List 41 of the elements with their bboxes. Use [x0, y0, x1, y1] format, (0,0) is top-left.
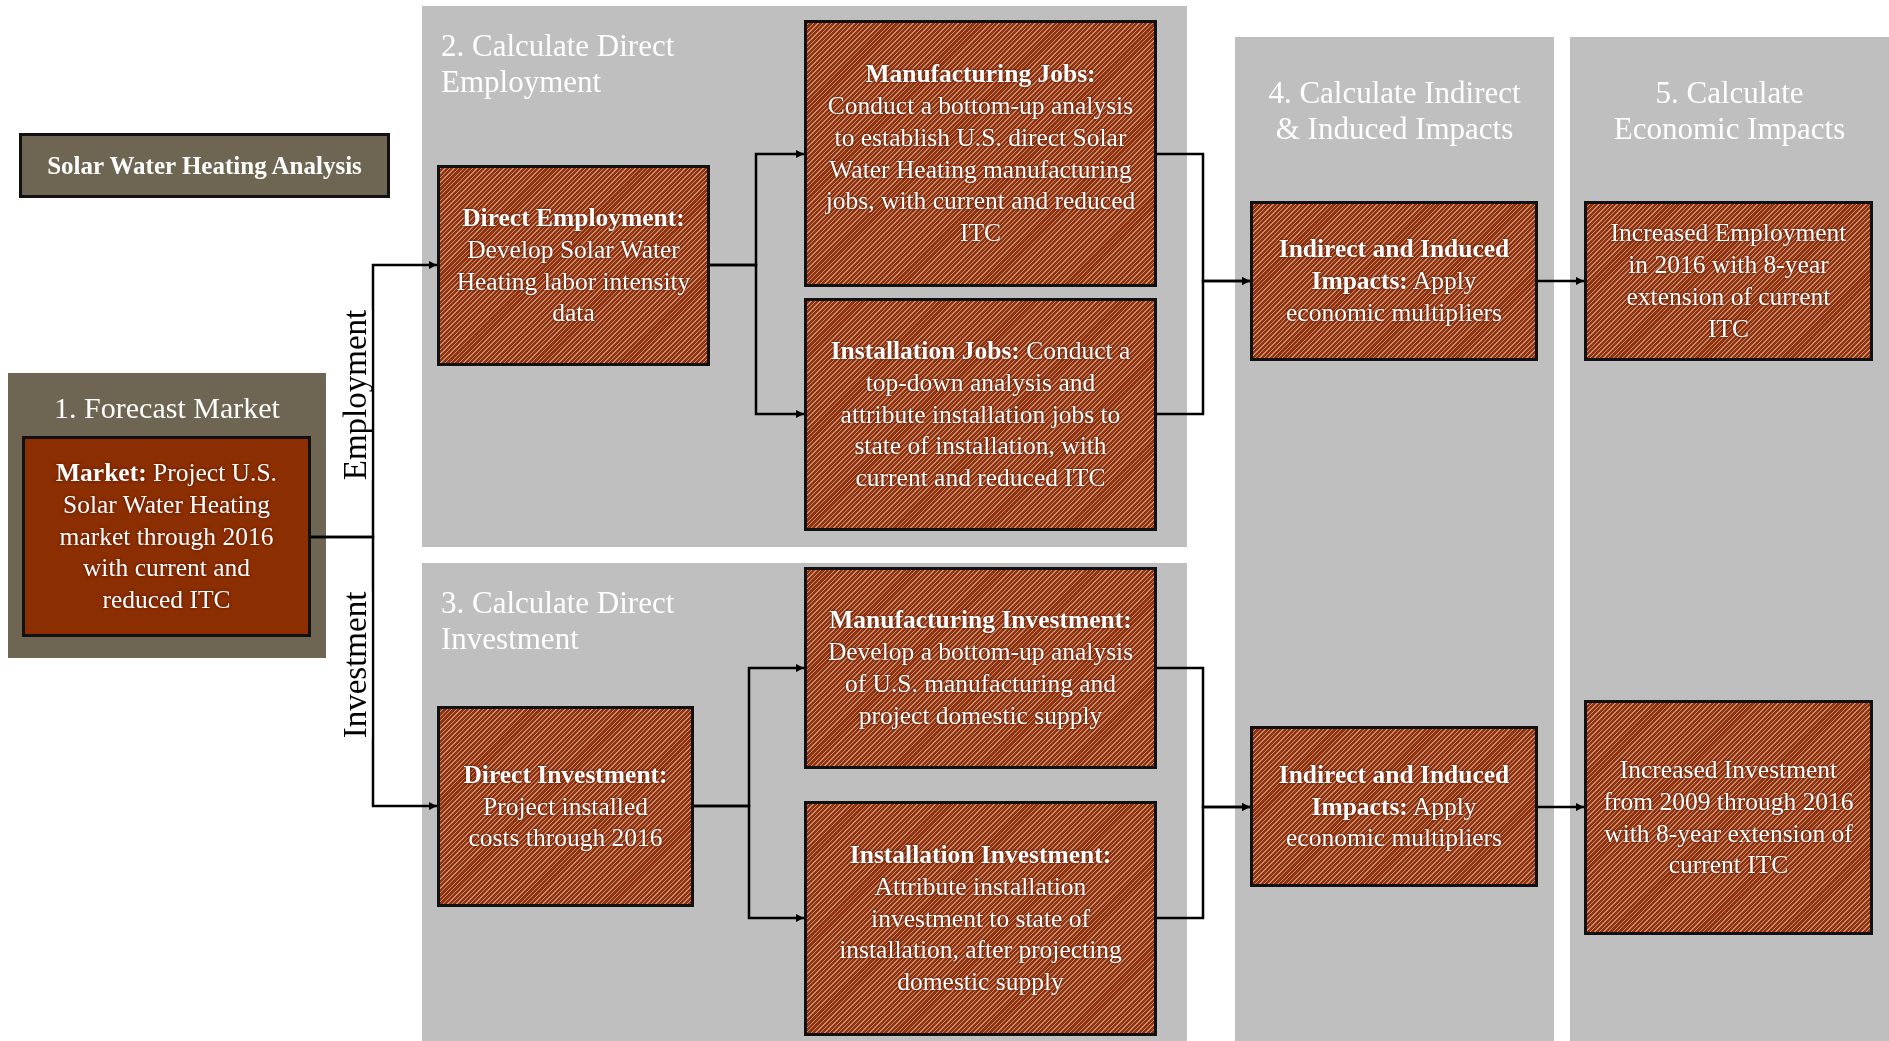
process-box	[804, 298, 1157, 531]
title-text: Solar Water Heating Analysis	[47, 151, 362, 180]
panel-heading: 2. Calculate Direct Employment	[441, 28, 676, 100]
box-text: Increased Employment in 2016 with 8-year extension of current ITC	[1609, 217, 1848, 345]
process-box	[804, 801, 1157, 1036]
stage-panel	[422, 563, 1187, 1041]
process-box	[1584, 201, 1873, 361]
arrow	[1157, 803, 1250, 920]
stage-panel	[1570, 37, 1889, 1041]
arrow	[1538, 277, 1584, 285]
process-box	[437, 165, 710, 366]
stage-panel	[8, 373, 326, 658]
panel-heading: 5. Calculate Economic Impacts	[1612, 75, 1847, 147]
box-text: Indirect and Induced Impacts: Apply economic multipliers	[1277, 233, 1511, 329]
arrow	[694, 804, 804, 922]
box-text: Market: Project U.S. Solar Water Heating market through 2016 with current and reduced ITC	[55, 456, 278, 617]
process-box	[804, 567, 1157, 769]
box-text: Manufacturing Investment: Develop a bottom-up analysis of U.S. manufacturing and project domestic supply	[826, 604, 1135, 732]
arrow	[710, 263, 804, 418]
arrow	[1538, 803, 1584, 811]
box-text: Direct Employment: Develop Solar Water Heating labor intensity data	[456, 201, 691, 330]
stage-panel	[422, 6, 1187, 547]
box-text: Manufacturing Jobs: Conduct a bottom-up analysis to establish U.S. direct Solar Water Heating manufacturing jobs, with current and reduced ITC	[824, 57, 1137, 250]
box-text: Increased Investment from 2009 through 2016 with 8-year extension of current ITC	[1603, 753, 1854, 882]
stage-panel	[1235, 37, 1554, 1041]
box-text: Installation Jobs: Conduct a top-down analysis and attribute installation jobs to state of installation, with current and reduced ITC	[829, 334, 1132, 495]
panel-heading: 1. Forecast Market	[53, 391, 281, 426]
box-text: Installation Investment: Attribute installation investment to state of installation, after projecting domestic supply	[838, 838, 1123, 999]
process-box	[1250, 201, 1538, 361]
arrow	[311, 535, 437, 810]
process-box	[1250, 726, 1538, 887]
box-text: Direct Investment: Project installed costs through 2016	[462, 758, 669, 855]
box-text: Indirect and Induced Impacts: Apply economic multipliers	[1277, 758, 1511, 855]
process-box	[1584, 700, 1873, 935]
arrow	[1157, 277, 1250, 416]
panel-heading: 3. Calculate Direct Investment	[441, 585, 676, 657]
process-box	[22, 436, 311, 637]
panel-heading: 4. Calculate Indirect & Induced Impacts	[1267, 75, 1522, 147]
process-box	[437, 706, 694, 907]
title-box	[19, 133, 390, 198]
process-box	[804, 20, 1157, 287]
